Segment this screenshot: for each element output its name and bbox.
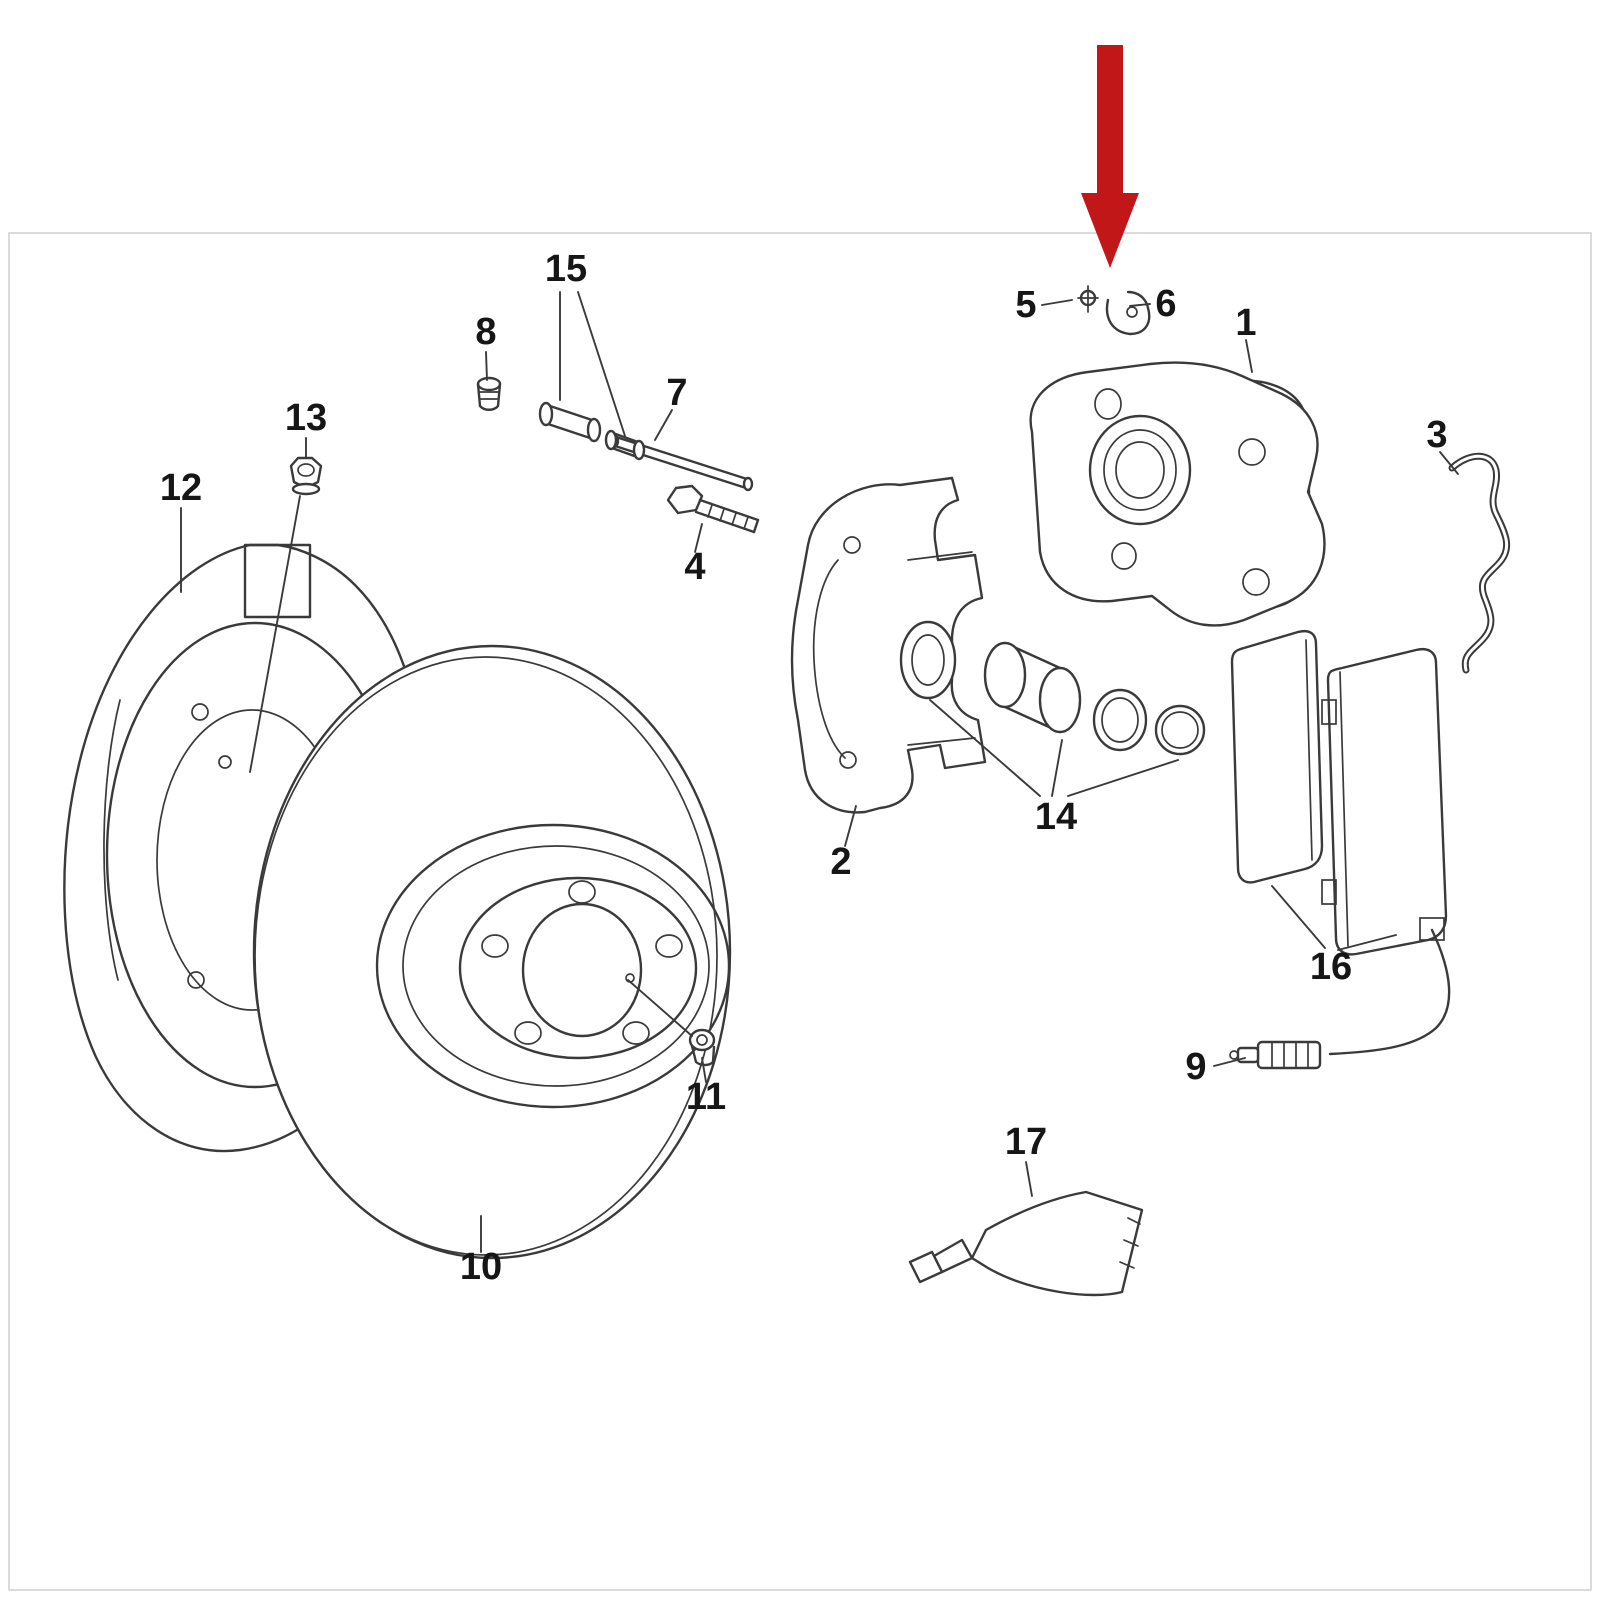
part-labels: 1 2 3 4 5 6 7 8 9 10 11 12 13 14 15 16 1… xyxy=(160,248,1448,1288)
highlight-arrow-icon xyxy=(1081,45,1139,268)
part-label-6: 6 xyxy=(1155,283,1176,325)
part-label-14: 14 xyxy=(1035,796,1077,838)
wear-sensor-drawing xyxy=(1229,928,1451,1070)
guide-pin-drawing xyxy=(608,433,754,492)
part-label-4: 4 xyxy=(684,546,705,588)
part-label-10: 10 xyxy=(460,1246,502,1288)
page-frame xyxy=(8,232,1592,1591)
leader-lines xyxy=(180,291,1459,1253)
part-label-7: 7 xyxy=(666,372,687,414)
part-label-17: 17 xyxy=(1005,1121,1047,1163)
caliper-carrier-drawing xyxy=(790,476,987,814)
brake-caliper-drawing xyxy=(1029,361,1326,627)
part-label-13: 13 xyxy=(285,397,327,439)
piston-seal-kit-drawing xyxy=(899,620,1206,756)
part-label-9: 9 xyxy=(1185,1046,1206,1088)
part-label-1: 1 xyxy=(1235,302,1256,344)
bleeder-valve-drawing xyxy=(1077,285,1099,313)
part-label-16: 16 xyxy=(1310,946,1352,988)
hex-bolt-drawing xyxy=(289,456,323,496)
part-label-11: 11 xyxy=(686,1076,726,1118)
part-label-5: 5 xyxy=(1015,284,1036,326)
part-label-2: 2 xyxy=(830,841,851,883)
screw-plug-drawing xyxy=(476,376,502,411)
set-screw-drawing xyxy=(688,1028,716,1067)
bleeder-cap-drawing xyxy=(1105,290,1151,336)
part-label-8: 8 xyxy=(475,311,496,353)
mounting-bolt-drawing xyxy=(666,484,760,534)
part-label-12: 12 xyxy=(160,467,202,509)
part-label-3: 3 xyxy=(1426,414,1447,456)
retaining-spring-drawing xyxy=(1448,452,1511,674)
brake-pads-drawing xyxy=(1230,630,1448,956)
guide-bushing-drawing xyxy=(538,401,646,461)
part-label-15: 15 xyxy=(545,248,587,290)
brake-disc-drawing xyxy=(252,644,732,1260)
lubricant-tube-drawing xyxy=(908,1190,1144,1297)
